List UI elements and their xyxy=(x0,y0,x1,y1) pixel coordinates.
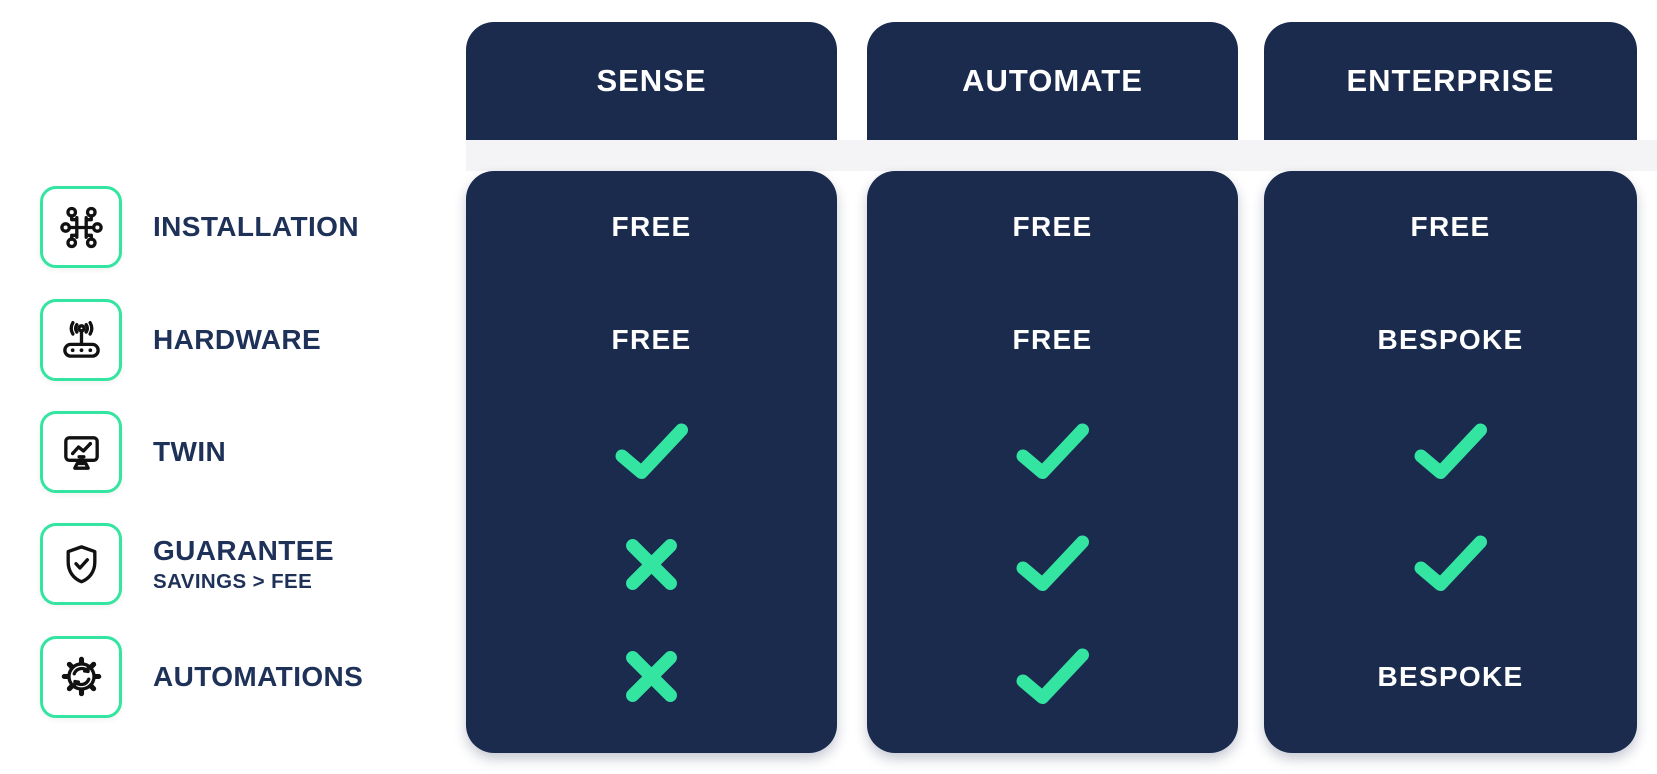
check-icon xyxy=(615,423,688,480)
plan-cell: FREE xyxy=(1264,171,1637,283)
check-icon xyxy=(1414,423,1487,480)
feature-row-twin: TWIN xyxy=(40,396,450,508)
feature-legend: INSTALLATION HARDWARE xyxy=(40,171,450,733)
plan-cell-value: FREE xyxy=(611,211,692,243)
plan-cell xyxy=(867,621,1238,733)
plan-cell: FREE xyxy=(466,171,837,283)
feature-row-installation: INSTALLATION xyxy=(40,171,450,283)
plan-cell: FREE xyxy=(867,171,1238,283)
feature-row-guarantee: GUARANTEE SAVINGS > FEE xyxy=(40,508,450,620)
monitor-chart-icon xyxy=(40,411,122,494)
plan-cell xyxy=(1264,508,1637,620)
router-antenna-icon xyxy=(40,298,122,381)
cross-icon xyxy=(626,538,677,590)
feature-label: AUTOMATIONS xyxy=(153,660,364,692)
feature-label: HARDWARE xyxy=(153,323,322,355)
header-divider-band xyxy=(466,140,1657,171)
plan-column-enterprise: FREE BESPOKE BESPOKE xyxy=(1264,171,1637,753)
plan-cell: BESPOKE xyxy=(1264,621,1637,733)
plan-cell-value: FREE xyxy=(1410,211,1491,243)
feature-label-block: TWIN xyxy=(153,436,226,468)
feature-label: INSTALLATION xyxy=(153,211,359,243)
feature-label-block: INSTALLATION xyxy=(153,211,359,243)
plan-cell xyxy=(466,396,837,508)
plan-column-automate: FREE FREE xyxy=(867,171,1238,753)
plan-cell-value: FREE xyxy=(611,323,692,355)
plan-cell xyxy=(466,508,837,620)
check-icon xyxy=(1016,423,1089,480)
plan-cell: FREE xyxy=(466,283,837,395)
feature-label-block: GUARANTEE SAVINGS > FEE xyxy=(153,535,334,594)
check-icon xyxy=(1414,535,1487,592)
plan-header-sense: SENSE xyxy=(466,22,837,140)
plan-cell-value: FREE xyxy=(1012,211,1093,243)
plan-cell xyxy=(867,396,1238,508)
plan-cell-value: BESPOKE xyxy=(1377,660,1524,692)
feature-sublabel: SAVINGS > FEE xyxy=(153,570,313,594)
feature-row-hardware: HARDWARE xyxy=(40,283,450,395)
feature-label: TWIN xyxy=(153,435,227,467)
plan-cell-value: BESPOKE xyxy=(1377,323,1524,355)
feature-label: GUARANTEE xyxy=(153,534,334,566)
plan-header-automate: AUTOMATE xyxy=(867,22,1238,140)
cross-icon xyxy=(626,651,677,703)
plan-cell xyxy=(867,508,1238,620)
plan-cell: FREE xyxy=(867,283,1238,395)
plan-cell: BESPOKE xyxy=(1264,283,1637,395)
check-icon xyxy=(1016,648,1089,704)
plan-column-sense: FREE FREE xyxy=(466,171,837,753)
plan-header-enterprise: ENTERPRISE xyxy=(1264,22,1637,140)
check-icon xyxy=(1016,535,1089,592)
network-nodes-icon xyxy=(40,186,122,269)
gear-sync-icon xyxy=(40,635,122,718)
shield-check-icon xyxy=(40,523,122,606)
plan-cell xyxy=(466,621,837,733)
feature-label-block: AUTOMATIONS xyxy=(153,661,363,693)
plan-cell-value: FREE xyxy=(1012,323,1093,355)
plan-cell xyxy=(1264,396,1637,508)
feature-label-block: HARDWARE xyxy=(153,324,321,356)
feature-row-automations: AUTOMATIONS xyxy=(40,621,450,733)
